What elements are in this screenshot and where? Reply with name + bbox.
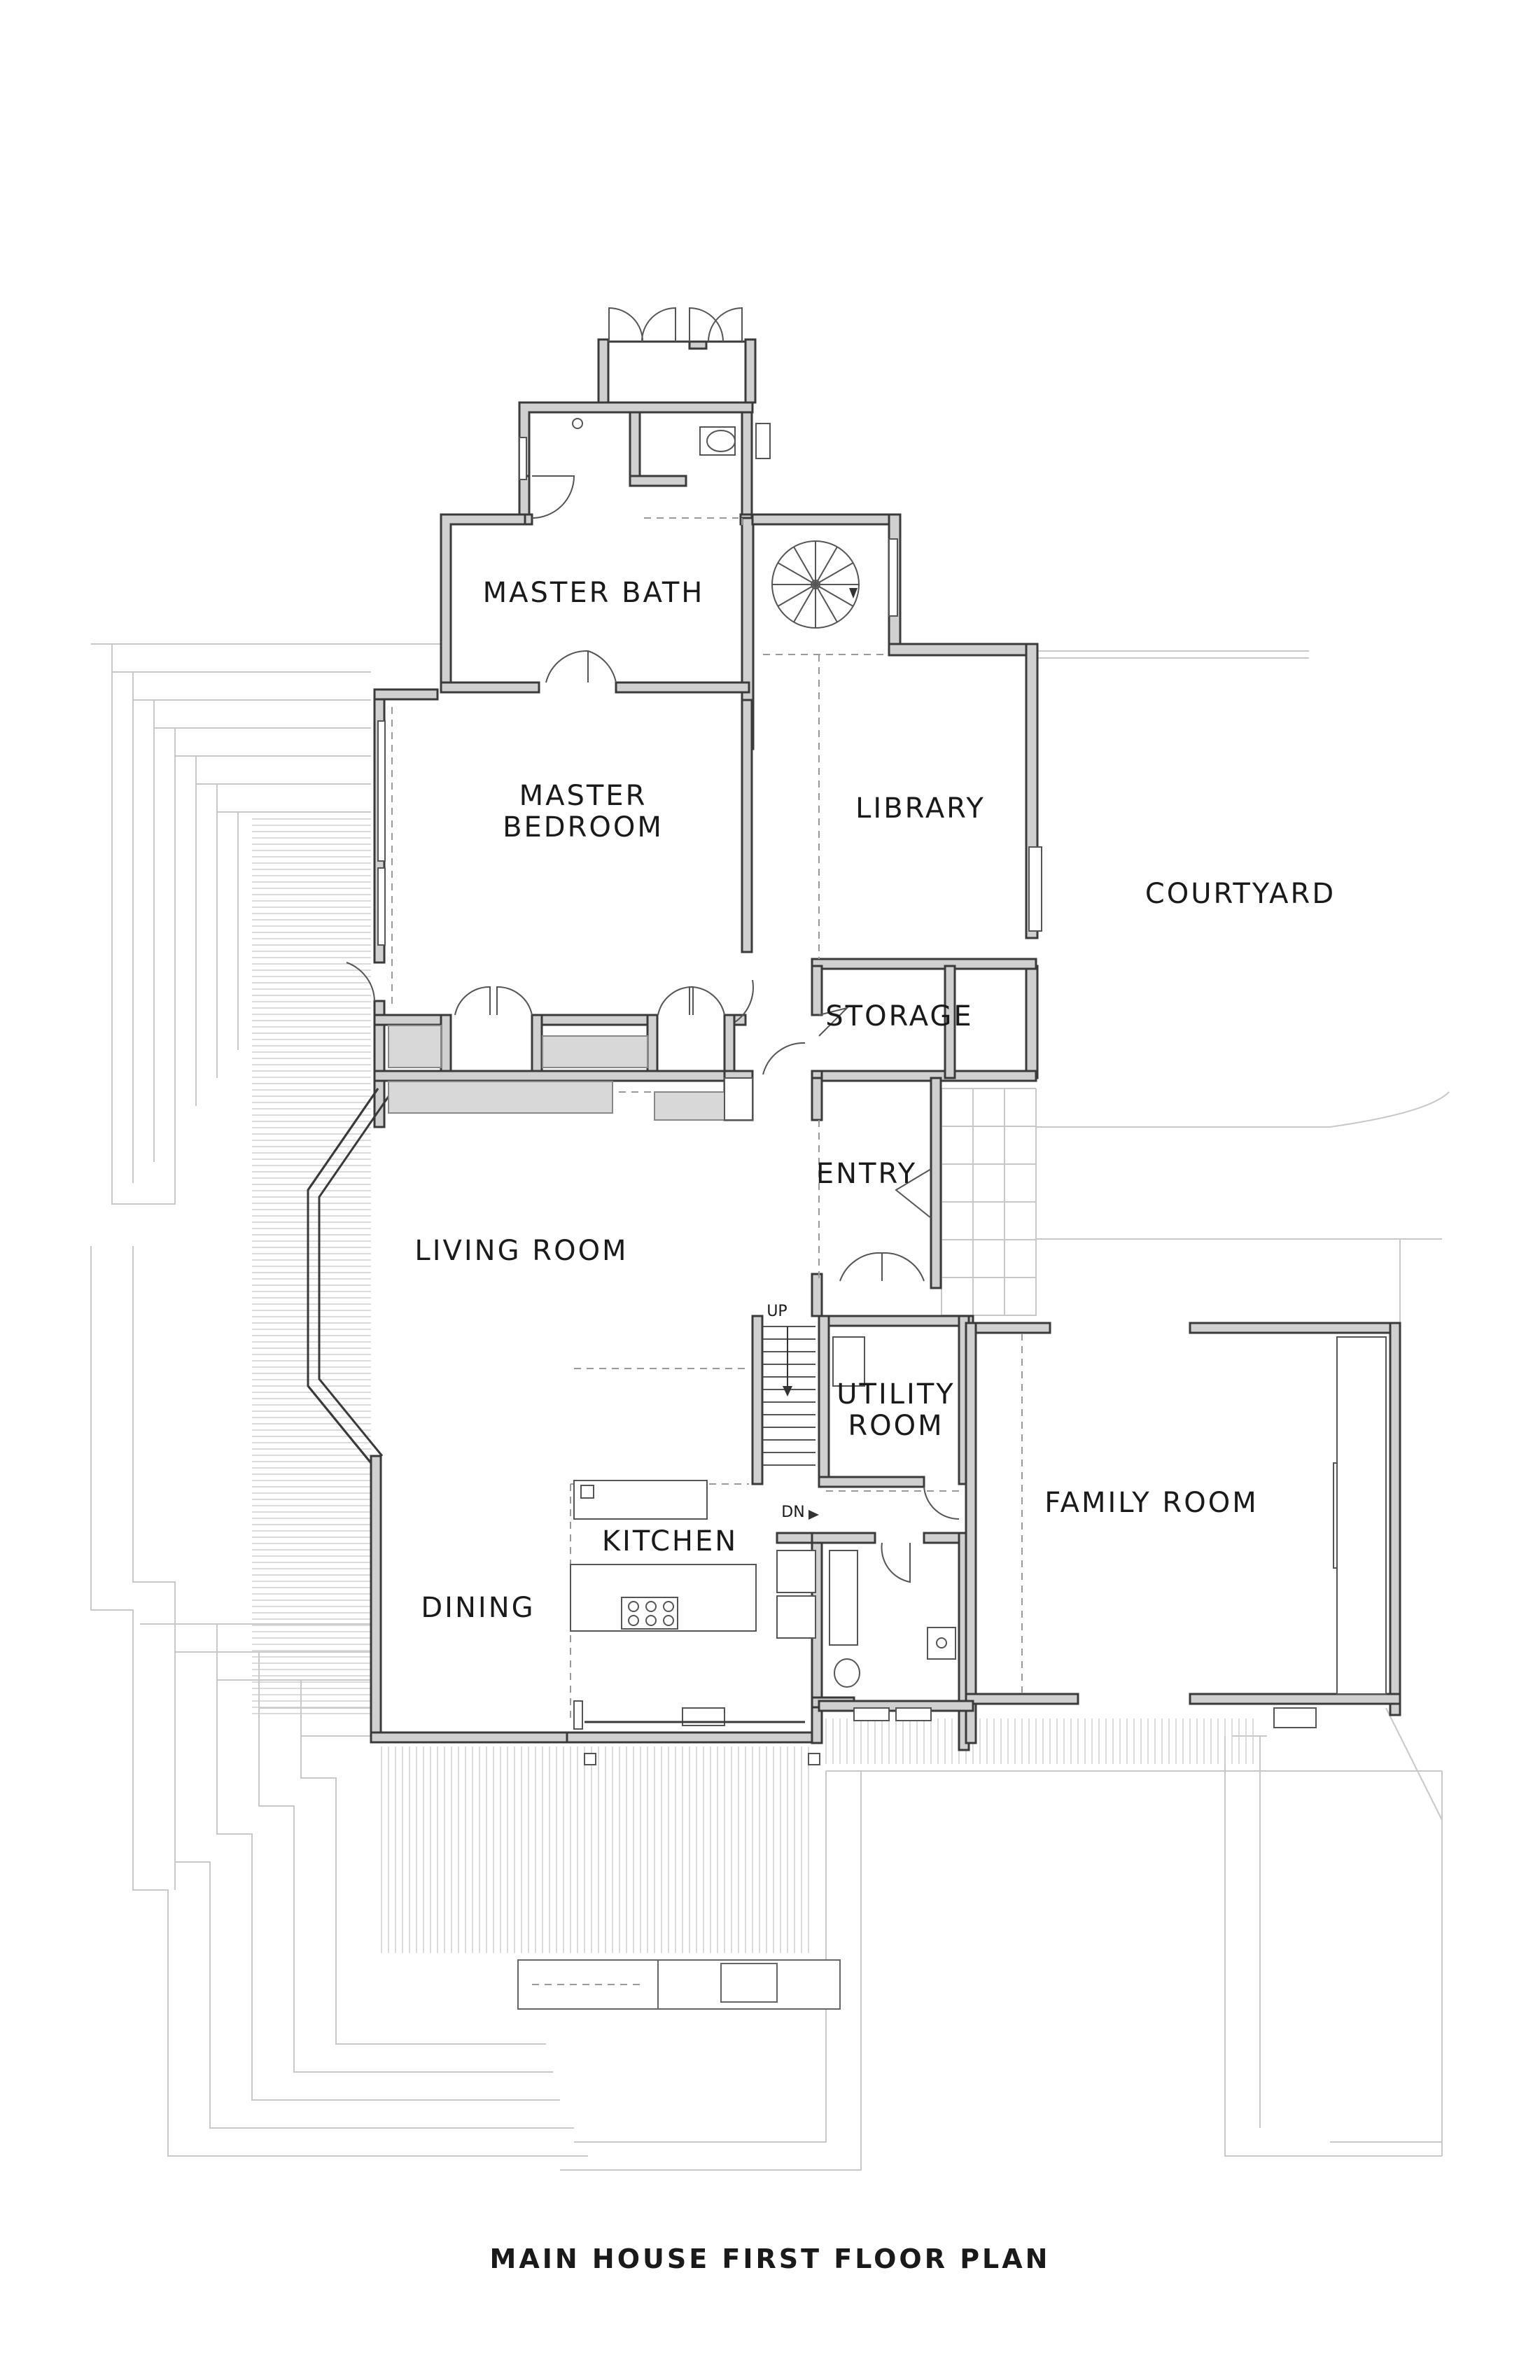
deck-board xyxy=(793,546,816,585)
label-kitchen: KITCHEN xyxy=(602,1525,738,1558)
label-living-room: LIVING ROOM xyxy=(414,1235,628,1267)
outdoor-counter xyxy=(517,1959,841,2010)
doors xyxy=(346,307,960,1583)
deck-board xyxy=(815,546,838,585)
west-deck-boards xyxy=(252,818,371,1714)
label-entry: ENTRY xyxy=(816,1158,917,1190)
label-stair-down: DN xyxy=(781,1504,804,1521)
label-stair-up: UP xyxy=(766,1303,787,1320)
south-deck-boards xyxy=(381,1718,1254,1953)
entry-paving xyxy=(941,1088,1037,1316)
deck-board xyxy=(793,584,816,623)
label-master-bedroom-2: BEDROOM xyxy=(503,811,664,844)
deck-board xyxy=(777,584,816,607)
deck-board xyxy=(777,562,816,585)
closet-shelves xyxy=(388,1025,753,1121)
south-deck-steps xyxy=(90,1246,1443,2171)
fixtures xyxy=(377,418,1387,1765)
label-utility-room-2: ROOM xyxy=(848,1410,944,1442)
courtyard-boundary xyxy=(1036,650,1450,1323)
label-utility-room-1: UTILITY xyxy=(836,1378,955,1410)
walls xyxy=(307,338,1401,1751)
room-labels: MASTER BATH MASTER BEDROOM LIBRARY COURT… xyxy=(414,577,1336,1624)
deck-board xyxy=(815,584,854,607)
label-storage: STORAGE xyxy=(825,1000,973,1032)
label-master-bedroom-1: MASTER xyxy=(519,780,648,812)
label-family-room: FAMILY ROOM xyxy=(1044,1487,1258,1519)
stair-arrows xyxy=(783,588,858,1520)
plan-title: MAIN HOUSE FIRST FLOOR PLAN xyxy=(489,2244,1051,2274)
label-library: LIBRARY xyxy=(855,792,986,825)
west-deck-steps xyxy=(91,643,448,1205)
deck-board xyxy=(815,562,854,585)
deck-board xyxy=(815,584,838,623)
label-master-bath: MASTER BATH xyxy=(483,577,705,609)
label-dining: DINING xyxy=(421,1592,535,1624)
label-courtyard: COURTYARD xyxy=(1145,878,1336,910)
